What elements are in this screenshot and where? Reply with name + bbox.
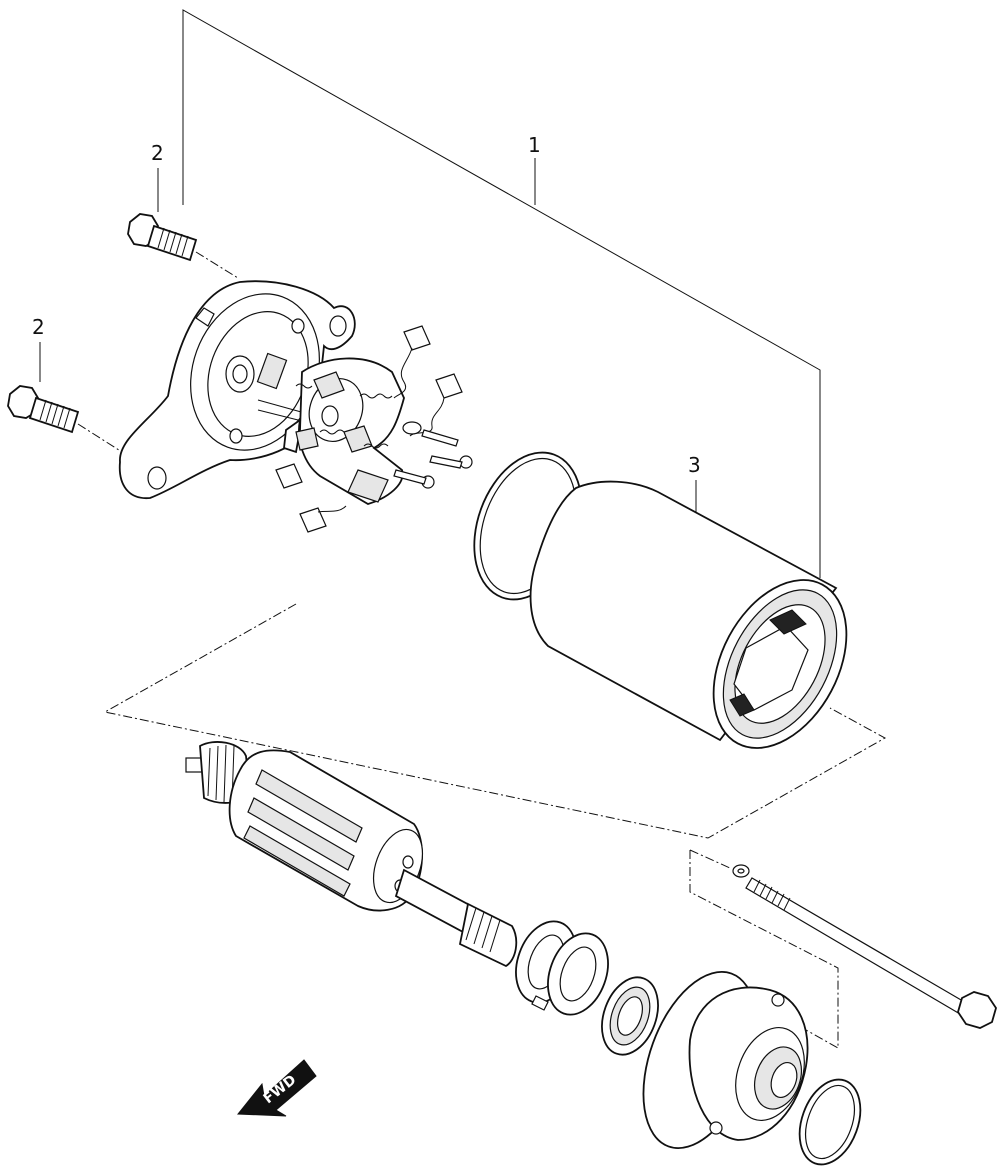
front-cover bbox=[688, 986, 809, 1141]
bolt-upper-centerline bbox=[195, 251, 239, 279]
armature-envelope bbox=[103, 603, 887, 839]
callout-2-lower: 2 bbox=[32, 315, 45, 339]
rear-cover bbox=[118, 280, 356, 499]
armature bbox=[185, 741, 518, 968]
yoke-housing bbox=[529, 480, 848, 749]
carbon-brushes bbox=[275, 325, 463, 533]
callout-2-upper: 2 bbox=[151, 141, 164, 165]
callout-3: 3 bbox=[688, 453, 701, 477]
through-bolt bbox=[732, 864, 997, 1029]
callout-1: 1 bbox=[528, 133, 541, 157]
armature-washers bbox=[515, 920, 609, 1016]
fwd-arrow-icon: FWD bbox=[236, 1059, 317, 1117]
oil-seal bbox=[601, 976, 659, 1056]
bolt-lower bbox=[7, 385, 80, 434]
bolt-upper bbox=[127, 213, 198, 262]
brush-springs bbox=[295, 383, 393, 449]
through-bolt-envelope bbox=[689, 850, 839, 1049]
bolt-lower-centerline bbox=[77, 423, 123, 453]
small-screws bbox=[393, 421, 473, 489]
assembly-bracket bbox=[182, 9, 821, 578]
